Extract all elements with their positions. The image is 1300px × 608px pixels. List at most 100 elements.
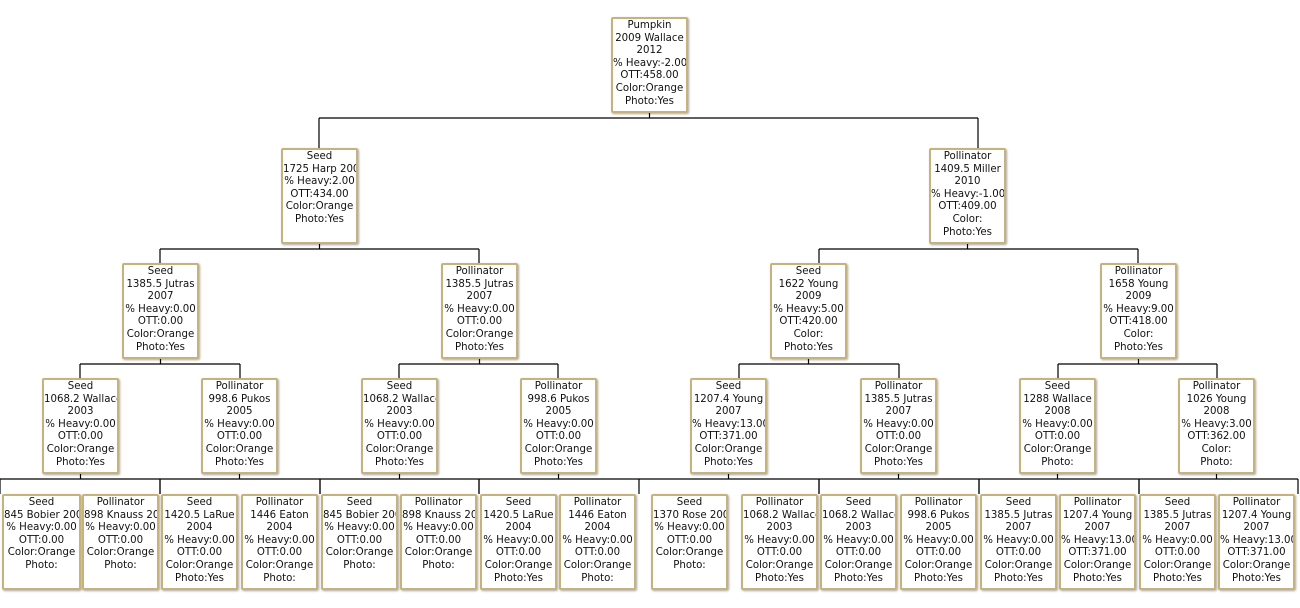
- node-color: Color:Orange: [615, 82, 684, 94]
- node-photo: Photo:Yes: [136, 341, 185, 353]
- node-color: Color:Orange: [205, 443, 274, 455]
- node-role: Pollinator: [874, 381, 923, 392]
- node-heavy: % Heavy:13.00: [1061, 534, 1136, 546]
- node-color: Color:: [1201, 443, 1232, 455]
- node-entry: 898 Knauss 2001: [402, 509, 477, 521]
- node-year: 2005: [545, 406, 572, 418]
- node-entry: 1068.2 Wallace: [822, 509, 897, 521]
- node-role: Pollinator: [414, 497, 463, 508]
- node-ott: OTT:418.00: [1109, 316, 1168, 328]
- node-entry: 1420.5 LaRue: [164, 509, 235, 521]
- node-entry: 845 Bobier 2000: [4, 509, 81, 521]
- node-entry: 998.6 Pukos: [527, 393, 590, 405]
- node-role: Pollinator: [96, 497, 145, 508]
- node-ott: OTT:0.00: [1154, 547, 1201, 559]
- node-role: Pollinator: [215, 381, 264, 392]
- node-heavy: % Heavy:3.00: [1181, 418, 1252, 430]
- node-color: Color:Orange: [484, 559, 553, 571]
- node-role: Pumpkin: [627, 20, 672, 31]
- node-color: Color:Orange: [325, 547, 394, 559]
- node-heavy: % Heavy:0.00: [523, 418, 594, 430]
- node-photo: Photo:Yes: [375, 456, 424, 468]
- node-ott: OTT:0.00: [756, 547, 803, 559]
- node-photo: Photo:: [343, 559, 376, 571]
- node-photo: Photo:Yes: [1073, 572, 1122, 584]
- node-year: 2004: [584, 522, 611, 534]
- node-ott: OTT:0.00: [176, 547, 223, 559]
- node-year: 2007: [147, 291, 174, 303]
- node-entry: 1385.5 Jutras: [445, 278, 514, 290]
- node-color: Color:Orange: [404, 547, 473, 559]
- node-entry: 1622 Young: [778, 278, 839, 290]
- node-role: Seed: [676, 497, 703, 508]
- node-ott: OTT:371.00: [1068, 547, 1127, 559]
- node-year: 2004: [266, 522, 293, 534]
- node-role: Seed: [1164, 497, 1191, 508]
- node-photo: Photo:Yes: [874, 456, 923, 468]
- node-heavy: % Heavy:0.00: [903, 534, 974, 546]
- node-role: Seed: [1005, 497, 1032, 508]
- node-color: Color:Orange: [694, 443, 763, 455]
- node-role: Seed: [715, 381, 742, 392]
- node-role: Seed: [67, 381, 94, 392]
- node-color: Color:Orange: [824, 559, 893, 571]
- node-entry: 1409.5 Miller: [934, 163, 1001, 175]
- node-entry: 845 Bobier 2000: [323, 509, 396, 521]
- node-role: Seed: [346, 497, 373, 508]
- node-role: Pollinator: [755, 497, 804, 508]
- node-ott: OTT:420.00: [779, 316, 838, 328]
- node-heavy: % Heavy:0.00: [85, 522, 156, 534]
- node-role: Seed: [186, 497, 213, 508]
- node-photo: Photo:Yes: [1114, 341, 1163, 353]
- node-year: 2009: [795, 291, 822, 303]
- node-year: 2003: [845, 522, 872, 534]
- node-heavy: % Heavy:0.00: [823, 534, 894, 546]
- node-photo: Photo:: [673, 559, 706, 571]
- node-ott: OTT:0.00: [456, 316, 503, 328]
- node-entry: 1207.4 Young: [1062, 509, 1133, 521]
- node-color: Color:Orange: [1023, 443, 1092, 455]
- node-entry: 1446 Eaton: [568, 509, 627, 521]
- node-photo: Photo:Yes: [914, 572, 963, 584]
- node-role: Seed: [306, 151, 333, 162]
- node-heavy: % Heavy:5.00: [773, 303, 844, 315]
- node-entry: 1207.4 Young: [1221, 509, 1292, 521]
- node-role: Pollinator: [1232, 497, 1281, 508]
- node-heavy: % Heavy:0.00: [125, 303, 196, 315]
- node-color: Color:Orange: [904, 559, 973, 571]
- node-ott: OTT:0.00: [574, 547, 621, 559]
- node-photo: Photo:Yes: [625, 95, 674, 107]
